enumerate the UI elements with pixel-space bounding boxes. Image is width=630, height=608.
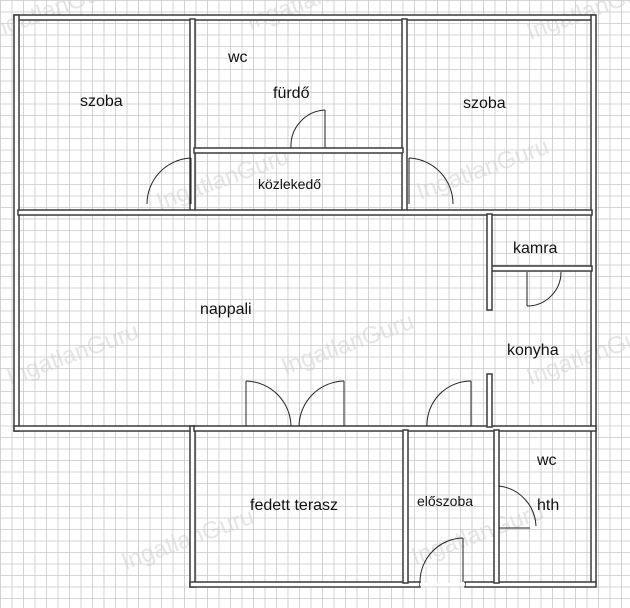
wall	[402, 429, 409, 584]
room-label-wc-top: wc	[227, 49, 248, 66]
door-icon	[298, 380, 345, 427]
wall	[193, 425, 597, 432]
wall	[590, 14, 597, 584]
wall	[13, 14, 20, 432]
room-label-szoba-left: szoba	[80, 93, 123, 110]
doors	[146, 109, 562, 583]
room-label-fedett-terasz: fedett terasz	[250, 497, 338, 514]
wall	[464, 581, 597, 588]
wall	[17, 209, 593, 216]
room-label-hth: hth	[537, 497, 559, 514]
watermark: IngatlanGuru	[523, 0, 630, 46]
room-label-konyha: konyha	[507, 342, 559, 359]
room-label-kamra: kamra	[513, 240, 558, 257]
wall	[486, 373, 493, 428]
door-icon	[245, 380, 292, 427]
door-icon	[498, 485, 537, 529]
room-label-nappali: nappali	[200, 301, 252, 318]
room-label-eloszoba: előszoba	[417, 493, 473, 509]
wall	[486, 213, 493, 311]
wall	[13, 14, 596, 21]
room-label-kozlekedo: közlekedő	[258, 176, 321, 192]
door-icon	[426, 380, 472, 427]
door-icon	[408, 157, 454, 205]
door-openings	[151, 149, 533, 586]
room-label-furdo: fürdő	[273, 85, 310, 102]
door-icon	[146, 157, 192, 205]
door-icon	[290, 109, 326, 149]
door-icon	[419, 537, 464, 583]
wall	[189, 425, 196, 588]
watermark: IngatlanGuru	[413, 133, 553, 206]
door-icon	[526, 271, 562, 307]
room-label-szoba-right: szoba	[463, 95, 506, 112]
wall	[189, 581, 421, 588]
watermark: IngatlanGuru	[278, 308, 418, 381]
room-labels: szoba wc fürdő szoba közlekedő kamra nap…	[80, 49, 559, 514]
wall	[13, 425, 195, 432]
room-label-wc-bottom: wc	[536, 452, 557, 469]
